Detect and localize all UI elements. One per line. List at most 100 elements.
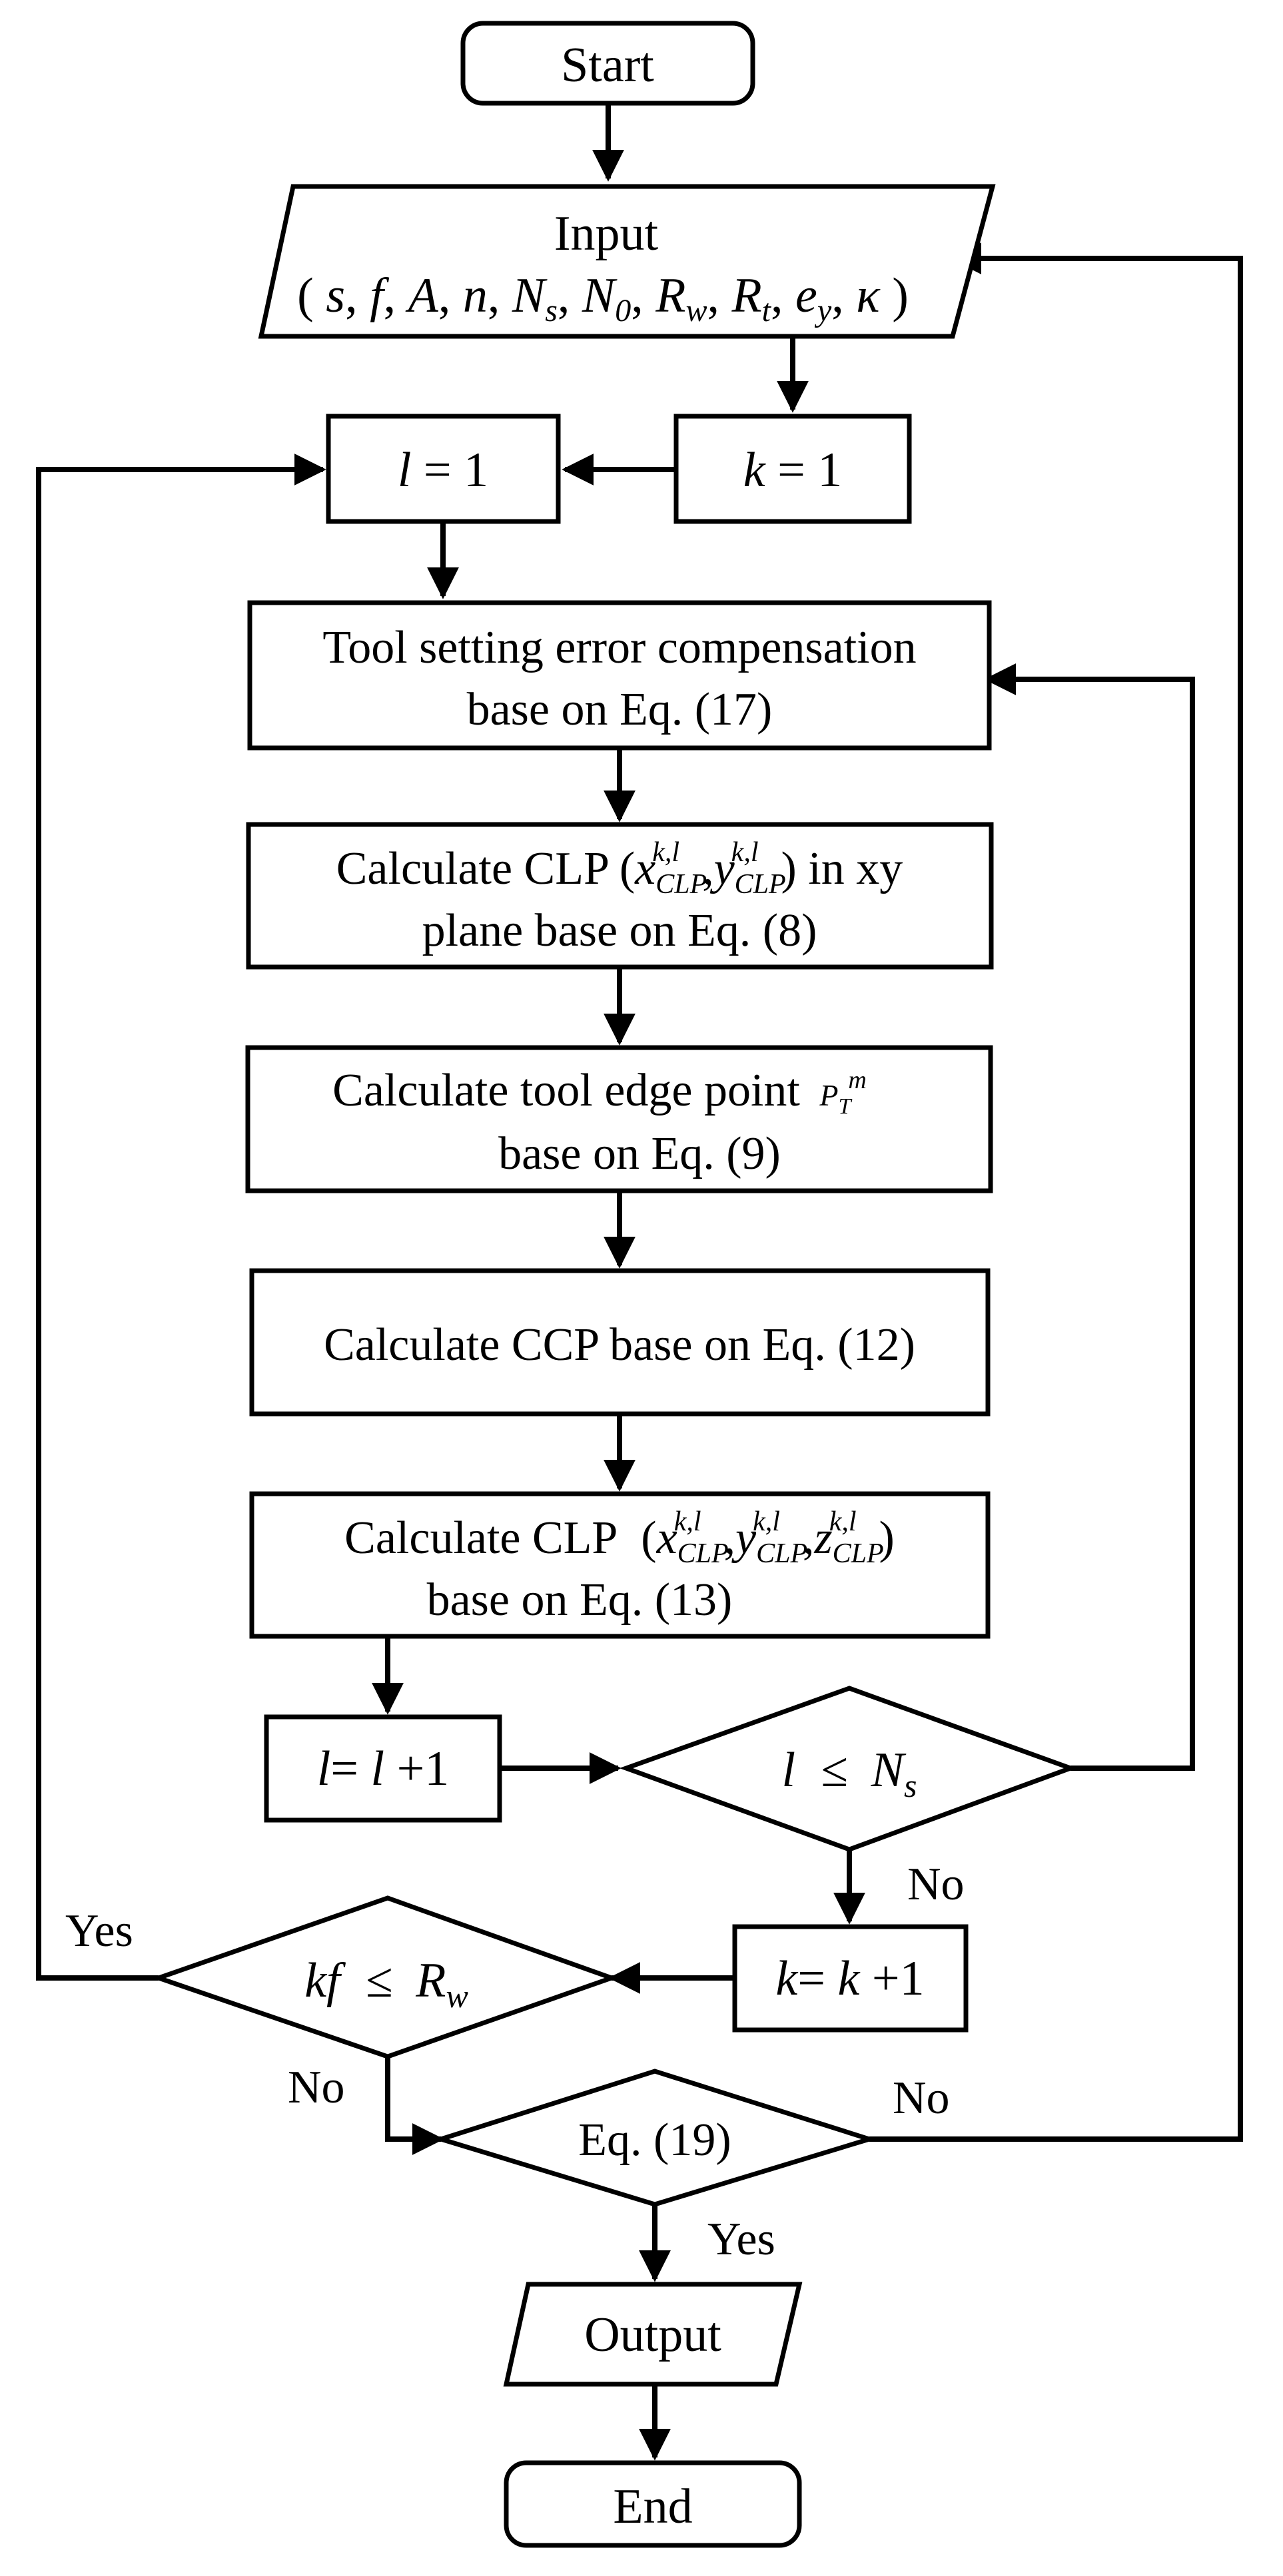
k-init-var: k bbox=[743, 443, 766, 497]
input-param-5: N bbox=[582, 268, 618, 323]
edge-cond-l-yes-loop bbox=[984, 663, 1195, 1771]
sep: , bbox=[771, 268, 783, 323]
step3-text: Calculate tool edge point bbox=[332, 1065, 800, 1116]
start-terminal: Start bbox=[460, 21, 755, 106]
cond-l-label: l ≤ Ns bbox=[781, 1743, 917, 1804]
l-init-label: l = 1 bbox=[398, 443, 488, 497]
k-incr-box: k= k +1 bbox=[732, 1924, 969, 2033]
l-incr-label: l= l +1 bbox=[317, 1742, 450, 1796]
l-init-eq: = 1 bbox=[424, 443, 488, 497]
edge-cond-kf-no bbox=[385, 2057, 444, 2155]
sep: , bbox=[488, 268, 500, 323]
end-terminal: End bbox=[504, 2460, 802, 2548]
step5-prefix: Calculate CLP bbox=[344, 1512, 616, 1564]
step5-coord-x-sup: k,l bbox=[674, 1506, 701, 1537]
step2-box: Calculate CLP (xCLPk,l,yCLPk,l) in xy pl… bbox=[246, 822, 994, 970]
sep: , bbox=[384, 268, 396, 323]
input-param-8: e bbox=[795, 268, 817, 323]
step2-coord-y-sub: CLP bbox=[735, 869, 786, 900]
step1-line2: base on Eq. (17) bbox=[467, 684, 773, 735]
sep: , bbox=[707, 268, 719, 323]
input-params: ( s, f, A, n, Ns, N0, Rw, Rt, ey, κ ) bbox=[297, 268, 909, 328]
step2-open: ( bbox=[620, 843, 635, 894]
sep: , bbox=[831, 268, 844, 323]
k-init-box: k = 1 bbox=[673, 414, 912, 524]
sep: , bbox=[345, 268, 358, 323]
step3-symbol-sup: m bbox=[848, 1066, 866, 1094]
cond-l-rhs: N bbox=[871, 1743, 907, 1797]
sep: , bbox=[438, 268, 451, 323]
input-param-3: n bbox=[463, 268, 488, 323]
step5-coord-y-sub: CLP bbox=[756, 1538, 807, 1569]
step2-close: ) bbox=[781, 843, 796, 894]
cond-kf-op: ≤ bbox=[366, 1953, 393, 2008]
step3-symbol: P bbox=[819, 1078, 838, 1112]
step5-coord-x: x bbox=[656, 1512, 677, 1564]
l-incr-box: l= l +1 bbox=[264, 1714, 502, 1823]
cond-kf-rhs-sub: w bbox=[446, 1977, 468, 2015]
sep: , bbox=[803, 1512, 815, 1564]
input-param-8-sub: y bbox=[814, 293, 832, 328]
edge-eq19-no-loop bbox=[869, 242, 1243, 2142]
step3-line1: Calculate tool edge point PTm bbox=[332, 1065, 867, 1119]
l-init-box: l = 1 bbox=[326, 414, 561, 524]
step5-box: Calculate CLP (xCLPk,l,yCLPk,l,zCLPk,l) … bbox=[249, 1491, 991, 1639]
step2-coord-x-sup: k,l bbox=[652, 837, 679, 868]
step5-open: ( bbox=[641, 1512, 656, 1564]
cond-eq19-diamond: Eq. (19) bbox=[433, 2069, 877, 2207]
cond-kf-rhs: R bbox=[415, 1953, 446, 2008]
input-label: Input bbox=[554, 206, 659, 261]
cond-l-op: ≤ bbox=[821, 1743, 849, 1797]
l-incr-var2: l bbox=[371, 1742, 385, 1796]
step2-line1: Calculate CLP (xCLPk,l,yCLPk,l) in xy bbox=[336, 837, 903, 900]
step3-line2: base on Eq. (9) bbox=[498, 1128, 781, 1179]
k-incr-var2: k bbox=[838, 1951, 861, 2006]
input-param-7-sub: t bbox=[762, 293, 772, 328]
input-node: Input ( s, f, A, n, Ns, N0, Rw, Rt, ey, … bbox=[258, 184, 996, 339]
step2-coord-x-sub: CLP bbox=[655, 869, 707, 900]
input-param-5-sub: 0 bbox=[615, 293, 631, 328]
input-paren-open: ( bbox=[297, 268, 314, 323]
step1-box: Tool setting error compensation base on … bbox=[247, 600, 992, 751]
cond-kf-label: kf ≤ Rw bbox=[304, 1953, 468, 2015]
input-param-2: A bbox=[405, 268, 439, 323]
output-node: Output bbox=[503, 2282, 803, 2387]
l-incr-eq: = bbox=[330, 1742, 358, 1796]
input-param-4-sub: s bbox=[545, 293, 558, 328]
step5-coord-z: z bbox=[813, 1512, 832, 1564]
step5-coord-z-sup: k,l bbox=[829, 1506, 857, 1537]
edges bbox=[36, 103, 1243, 2461]
step2-coord-y-sup: k,l bbox=[731, 837, 759, 868]
step5-coord-x-sub: CLP bbox=[677, 1538, 729, 1569]
input-param-6-sub: w bbox=[685, 293, 707, 328]
l-init-var: l bbox=[398, 443, 412, 497]
output-label: Output bbox=[584, 2308, 721, 2362]
sep: , bbox=[558, 268, 570, 323]
cond-l-diamond: l ≤ Ns bbox=[619, 1686, 1078, 1852]
cond-l-rhs-sub: s bbox=[904, 1767, 917, 1804]
k-init-label: k = 1 bbox=[743, 443, 843, 497]
input-param-9: κ bbox=[856, 268, 881, 323]
step1-line1: Tool setting error compensation bbox=[322, 622, 916, 673]
sep: , bbox=[724, 1512, 736, 1564]
label-cond-kf-no: No bbox=[288, 2062, 345, 2113]
input-param-6: R bbox=[655, 268, 685, 323]
k-incr-rest: +1 bbox=[872, 1951, 925, 2006]
k-incr-eq: = bbox=[797, 1951, 825, 2006]
step2-prefix: Calculate CLP bbox=[336, 843, 608, 894]
step5-coord-z-sub: CLP bbox=[833, 1538, 884, 1569]
label-cond-l-no: No bbox=[907, 1859, 965, 1910]
step3-box: Calculate tool edge point PTm base on Eq… bbox=[245, 1045, 993, 1193]
label-cond-kf-yes: Yes bbox=[65, 1905, 133, 1957]
end-label: End bbox=[613, 2479, 692, 2534]
cond-eq19-label: Eq. (19) bbox=[578, 2114, 731, 2166]
step4-line1: Calculate CCP base on Eq. (12) bbox=[324, 1319, 915, 1371]
l-incr-rest: +1 bbox=[397, 1742, 450, 1796]
input-param-7: R bbox=[731, 268, 761, 323]
edge-cond-kf-yes-loop bbox=[36, 454, 326, 1981]
input-paren-close: ) bbox=[892, 268, 909, 323]
step2-coord-y: y bbox=[710, 843, 735, 894]
k-init-eq: = 1 bbox=[777, 443, 842, 497]
step5-line1: Calculate CLP (xCLPk,l,yCLPk,l,zCLPk,l) bbox=[344, 1506, 895, 1569]
cond-kf-diamond: kf ≤ Rw bbox=[151, 1895, 619, 2059]
